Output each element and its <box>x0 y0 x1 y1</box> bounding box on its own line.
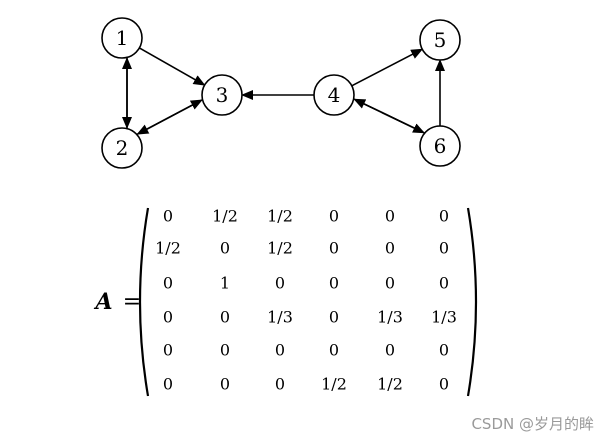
matrix-cell-r1-c1: 0 <box>163 207 173 226</box>
matrix-cell-r2-c4: 0 <box>329 239 339 258</box>
matrix-name: A <box>93 289 112 315</box>
matrix-cell-r2-c2: 0 <box>220 239 230 258</box>
node-5: 5 <box>419 19 461 61</box>
matrix-cell-r3-c5: 0 <box>385 274 395 293</box>
node-circle <box>419 125 461 167</box>
edge-1-to-3 <box>138 47 206 86</box>
edge-4-to-5 <box>351 48 424 87</box>
matrix-cell-r3-c3: 0 <box>275 274 285 293</box>
graph-nodes: 1 2 3 4 5 6 <box>101 17 461 169</box>
node-label: 5 <box>434 28 447 52</box>
node-6: 6 <box>419 125 461 167</box>
graph-edges <box>122 47 445 135</box>
matrix-cell-r6-c4: 1/2 <box>321 375 347 394</box>
node-label: 6 <box>434 134 447 158</box>
matrix-cell-r5-c2: 0 <box>220 341 230 360</box>
matrix-cell-r5-c6: 0 <box>439 341 449 360</box>
matrix-cell-r5-c3: 0 <box>275 341 285 360</box>
matrix-cell-r3-c6: 0 <box>439 274 449 293</box>
left-parenthesis <box>138 207 150 397</box>
matrix-cell-r2-c3: 1/2 <box>267 239 293 258</box>
matrix-equation: A = 0 1/2 1/2 0 0 0 1/2 0 1/2 0 0 0 0 1 0 0 0 0 0 0 1/3 0 1/3 1… <box>93 207 478 397</box>
matrix-cell-r6-c2: 0 <box>220 375 230 394</box>
matrix-cell-r1-c3: 1/2 <box>267 207 293 226</box>
node-4: 4 <box>313 74 355 116</box>
matrix-cell-r1-c6: 0 <box>439 207 449 226</box>
matrix-cell-r5-c5: 0 <box>385 341 395 360</box>
matrix-cell-r4-c2: 0 <box>220 308 230 327</box>
matrix-cell-r4-c5: 1/3 <box>377 308 403 327</box>
matrix-cell-r6-c3: 0 <box>275 375 285 394</box>
matrix-cell-r5-c1: 0 <box>163 341 173 360</box>
edge-3-to-2 <box>136 99 203 135</box>
node-circle <box>101 17 143 59</box>
node-2: 2 <box>101 127 143 169</box>
matrix-cell-r6-c1: 0 <box>163 375 173 394</box>
equals-sign: = <box>123 290 141 315</box>
matrix-cell-r5-c4: 0 <box>329 341 339 360</box>
node-label: 4 <box>328 83 341 107</box>
node-circle <box>101 127 143 169</box>
node-circle <box>419 19 461 61</box>
matrix-cell-r2-c1: 1/2 <box>155 239 181 258</box>
matrix-cell-r3-c2: 1 <box>220 274 230 293</box>
matrix-cell-r1-c2: 1/2 <box>212 207 238 226</box>
node-circle <box>201 74 243 116</box>
matrix-cell-r3-c1: 0 <box>163 274 173 293</box>
matrix-cell-r4-c6: 1/3 <box>431 308 457 327</box>
matrix-cell-r6-c5: 1/2 <box>377 375 403 394</box>
matrix-cell-r3-c4: 0 <box>329 274 339 293</box>
matrix-cell-r6-c6: 0 <box>439 375 449 394</box>
edge-6-to-4 <box>353 98 425 134</box>
matrix-cell-r1-c5: 0 <box>385 207 395 226</box>
matrix-cell-r4-c3: 1/3 <box>267 308 293 327</box>
node-3: 3 <box>201 74 243 116</box>
matrix-cell-r4-c1: 0 <box>163 308 173 327</box>
node-1: 1 <box>101 17 143 59</box>
node-circle <box>313 74 355 116</box>
right-parenthesis <box>466 207 478 397</box>
matrix-cell-r4-c4: 0 <box>329 308 339 327</box>
matrix-cells: 0 1/2 1/2 0 0 0 1/2 0 1/2 0 0 0 0 1 0 0 0 0 0 0 1/3 0 1/3 1/3 0 0… <box>155 207 457 394</box>
matrix-cell-r2-c5: 0 <box>385 239 395 258</box>
node-label: 2 <box>116 136 129 160</box>
watermark: CSDN @岁月的眸 <box>471 415 594 433</box>
node-label: 3 <box>216 83 229 107</box>
matrix-cell-r2-c6: 0 <box>439 239 449 258</box>
matrix-cell-r1-c4: 0 <box>329 207 339 226</box>
node-label: 1 <box>116 26 129 50</box>
